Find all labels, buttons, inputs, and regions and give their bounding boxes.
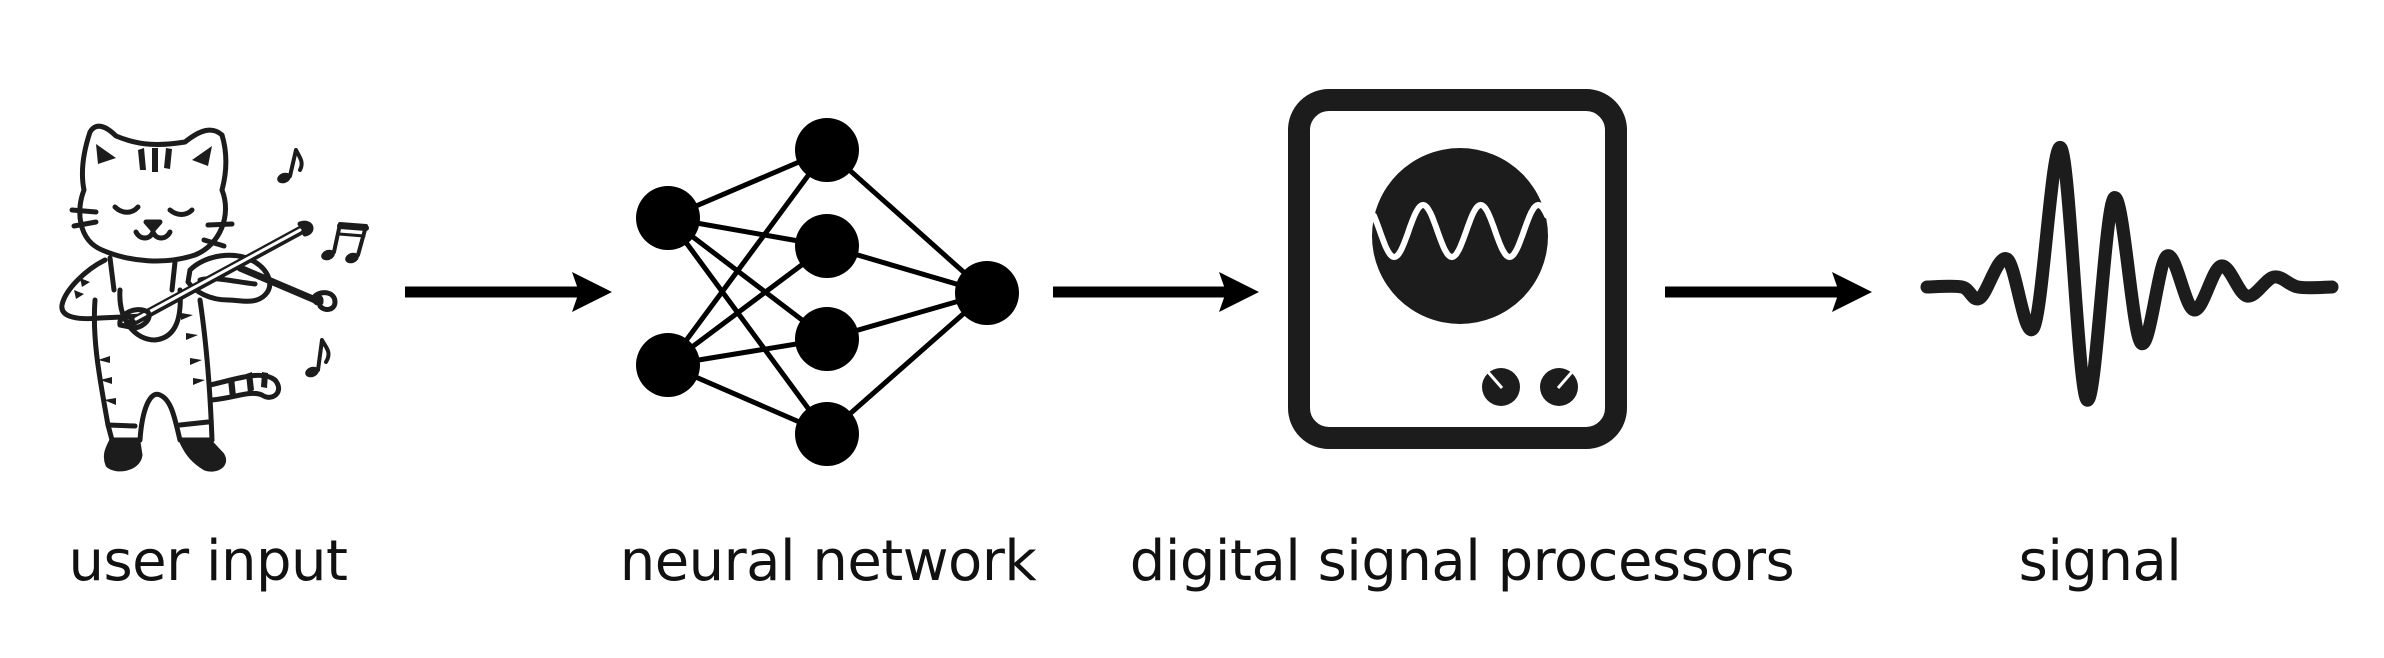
hidden-node [795, 307, 859, 371]
hidden-node [795, 402, 859, 466]
network-edge [665, 216, 830, 436]
network-edge [665, 148, 830, 367]
arrows [405, 272, 1872, 312]
music-note-icon [305, 338, 331, 378]
beamed-notes-icon [321, 222, 369, 264]
arrow-neural-network-to-dsp [1053, 272, 1259, 312]
input-node [636, 186, 700, 250]
sine-wave-icon [1371, 201, 1550, 261]
output-node [955, 261, 1019, 325]
input-node [636, 333, 700, 397]
arrow-user-input-to-neural-network [405, 272, 612, 312]
stage-label-dsp: digital signal processors [1129, 529, 1795, 594]
stage-label-signal: signal [2018, 529, 2182, 594]
music-note-icon [277, 148, 304, 184]
synthesizer-module-icon [1288, 89, 1627, 449]
hidden-node [795, 118, 859, 182]
neural-network-icon [636, 118, 1019, 466]
knob-icon [1540, 368, 1578, 406]
arrow-dsp-to-signal [1665, 272, 1872, 312]
oscilloscope-display [1372, 148, 1548, 324]
cat-playing-violin-icon [59, 123, 369, 472]
stage-label-user-input: user input [68, 529, 349, 594]
network-edge [825, 291, 989, 436]
network-edge [666, 216, 829, 341]
hidden-node [795, 214, 859, 278]
stage-label-neural-network: neural network [619, 529, 1037, 594]
network-edge [825, 148, 989, 295]
network-connections [665, 147, 989, 437]
network-edge [666, 243, 829, 368]
waveform-icon [1920, 141, 2339, 407]
knob-icon [1482, 368, 1520, 406]
